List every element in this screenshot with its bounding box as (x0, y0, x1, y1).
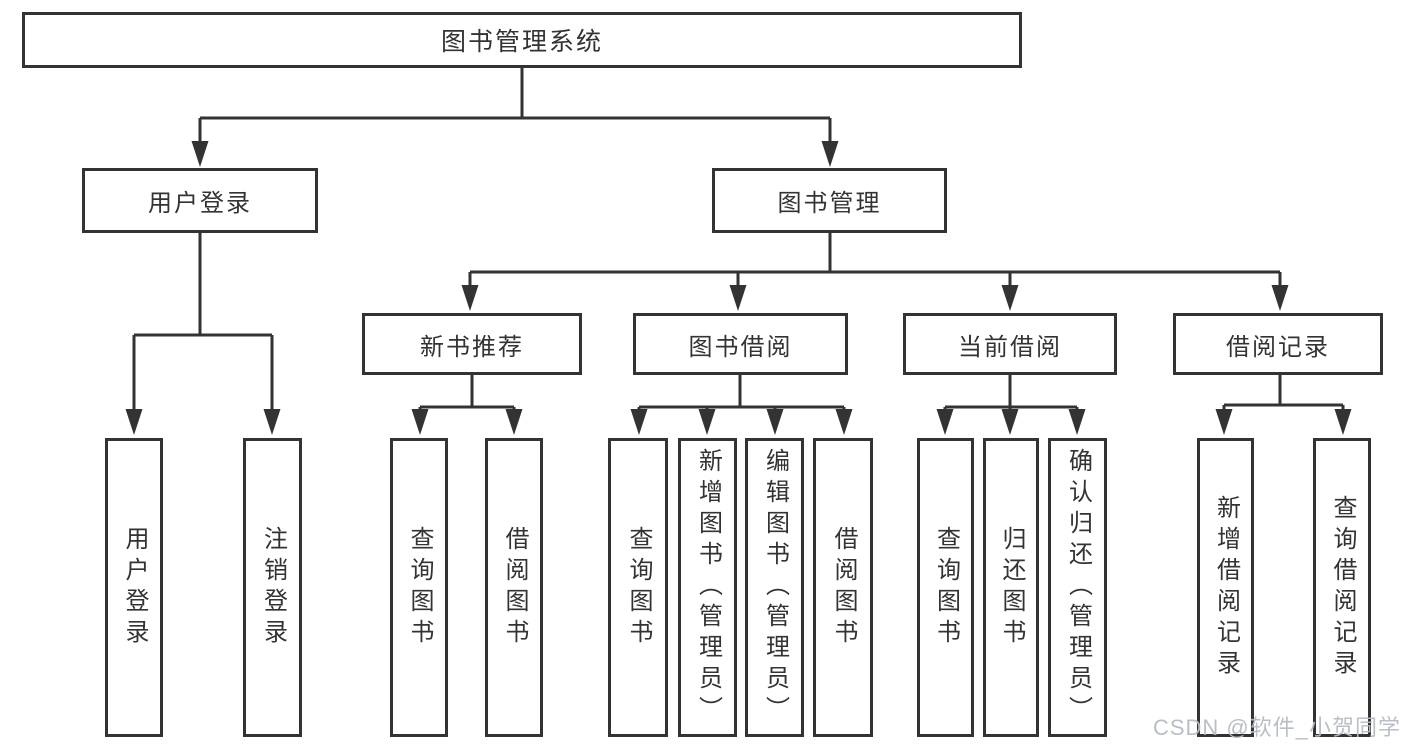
node-label: 查询图书 (406, 525, 433, 650)
node-label: 编辑图书（管理员） (761, 448, 789, 727)
arrowhead-icon (263, 409, 281, 435)
node-leaf-edit-book-admin: 编辑图书（管理员） (745, 438, 804, 737)
node-label: 注销登录 (259, 525, 287, 650)
node-label: 用户登录 (148, 190, 252, 217)
arrowhead-icon (698, 409, 716, 435)
arrowhead-icon (1271, 285, 1289, 311)
node-label: 确认归还（管理员） (1064, 448, 1092, 727)
node-label: 新增借阅记录 (1212, 494, 1240, 681)
connector-borrow-records-to-children (1222, 375, 1345, 420)
node-label: 用户登录 (121, 525, 148, 650)
node-borrowing-records: 借阅记录 (1173, 313, 1383, 375)
node-leaf-borrow-books-1: 借阅图书 (485, 438, 543, 737)
node-user-login-module: 用户登录 (82, 168, 318, 233)
node-label: 新书推荐 (420, 333, 524, 361)
arrowhead-icon (505, 409, 523, 435)
node-label: 查询借阅记录 (1329, 494, 1356, 681)
node-new-book-recommendation: 新书推荐 (362, 313, 582, 375)
arrowhead-icon (1215, 409, 1233, 435)
node-leaf-borrow-books-2: 借阅图书 (813, 438, 873, 737)
csdn-watermark: CSDN @软件_小贺同学 (1152, 715, 1401, 740)
node-book-management-module: 图书管理 (712, 168, 947, 233)
arrowhead-icon (630, 409, 648, 435)
connector-new-book-rec-to-children (418, 375, 516, 420)
arrowhead-icon (1001, 409, 1019, 435)
arrowhead-icon (821, 141, 839, 167)
node-leaf-query-books-2: 查询图书 (608, 438, 668, 737)
node-leaf-query-borrow-record: 查询借阅记录 (1313, 438, 1371, 737)
node-label: 新增图书（管理员） (694, 448, 722, 727)
arrowhead-icon (1334, 409, 1352, 435)
node-label: 借阅图书 (501, 525, 528, 650)
arrowhead-icon (936, 409, 954, 435)
node-book-borrowing: 图书借阅 (633, 313, 848, 375)
arrowhead-icon (766, 409, 784, 435)
node-label: 归还图书 (998, 525, 1025, 650)
node-label: 当前借阅 (958, 333, 1062, 361)
node-leaf-confirm-return-admin: 确认归还（管理员） (1048, 438, 1107, 737)
arrowheads (125, 141, 1352, 435)
node-label: 图书管理 (777, 190, 882, 217)
node-label: 借阅图书 (830, 525, 857, 650)
node-current-borrowing: 当前借阅 (903, 313, 1117, 375)
node-leaf-query-books-3: 查询图书 (917, 438, 974, 737)
node-label: 查询图书 (625, 525, 652, 650)
arrowhead-icon (125, 409, 143, 435)
node-leaf-user-login: 用户登录 (105, 438, 163, 737)
arrowhead-icon (1068, 409, 1086, 435)
arrowhead-icon (729, 285, 747, 311)
node-leaf-return-books: 归还图书 (983, 438, 1039, 737)
node-library-management-system: 图书管理系统 (22, 12, 1022, 68)
node-label: 图书管理系统 (440, 28, 603, 56)
node-label: 图书借阅 (688, 333, 793, 361)
arrowhead-icon (835, 409, 853, 435)
node-leaf-add-book-admin: 新增图书（管理员） (678, 438, 737, 737)
arrowhead-icon (461, 285, 479, 311)
node-label: 查询图书 (932, 525, 960, 650)
node-leaf-logout: 注销登录 (243, 438, 302, 737)
connector-book-borrow-to-children (637, 375, 846, 420)
node-label: 借阅记录 (1226, 333, 1330, 361)
node-leaf-add-borrow-record: 新增借阅记录 (1197, 438, 1254, 737)
connector-book-mgmt-to-sections (468, 233, 1282, 296)
arrowhead-icon (1001, 285, 1019, 311)
arrowhead-icon (191, 141, 209, 167)
node-leaf-query-books-1: 查询图书 (390, 438, 448, 737)
arrowhead-icon (411, 409, 429, 435)
connector-user-login-to-children (132, 233, 274, 420)
connector-title-to-level2 (198, 68, 832, 152)
